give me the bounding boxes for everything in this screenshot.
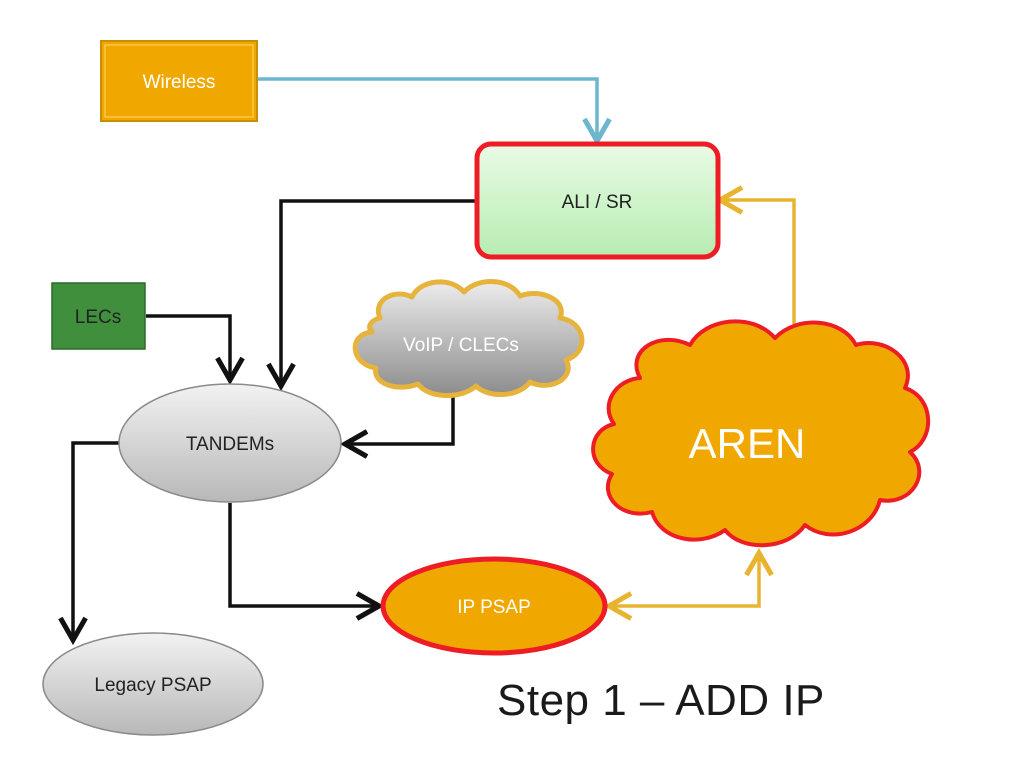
node-wireless-label: Wireless [143,72,216,93]
node-ali-sr: ALI / SR [474,141,721,260]
node-lecs-label: LECs [75,307,121,328]
node-lecs: LECs [51,282,146,350]
node-ip-psap: IP PSAP [380,556,608,656]
connector-wireless-to-ali [258,77,612,147]
slide-title: Step 1 – ADD IP [497,676,825,725]
node-legacy-psap-label: Legacy PSAP [94,675,211,696]
connector-voip-to-tandems [339,388,455,459]
node-ip-psap-label: IP PSAP [457,597,531,618]
node-wireless: Wireless [100,40,258,122]
connector-tandems-to-ip-psap [228,503,385,621]
node-voip-clecs-label: VoIP / CLECs [403,335,519,356]
connector-tandems-to-legacy-psap [58,441,120,646]
connector-lecs-to-tandems [146,314,245,386]
node-aren: AREN [591,319,931,548]
node-voip-clecs: VoIP / CLECs [352,279,585,399]
node-tandems: TANDEMs [118,383,342,503]
connector-ip-psap-to-aren [603,547,774,621]
node-tandems-label: TANDEMs [186,434,274,455]
connector-ali-to-tandems [266,199,476,392]
node-aren-label: AREN [689,420,806,467]
node-ali-sr-label: ALI / SR [562,192,633,213]
node-legacy-psap: Legacy PSAP [42,632,264,736]
connector-ali-to-aren [714,185,809,362]
